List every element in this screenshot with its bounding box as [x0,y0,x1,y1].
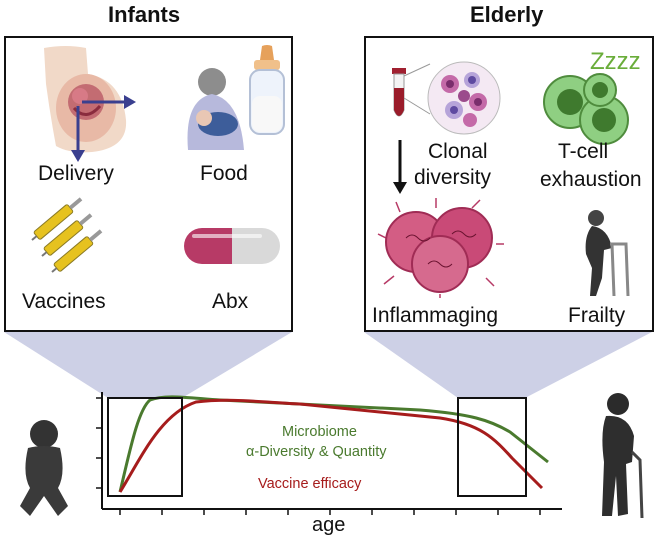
zzz-text: Zzzz [590,48,641,75]
elderly-title: Elderly [470,2,544,27]
test-tube-icon [392,68,406,117]
walker-elderly-icon [585,210,630,297]
pill-icon [184,228,280,264]
label-frailty: Frailty [568,304,626,327]
legend-vaccine: Vaccine efficacy [258,476,362,492]
virus-icon [377,198,504,298]
label-food: Food [200,162,248,185]
x-axis-label: age [312,514,346,536]
tcell-icon [543,73,629,145]
zoom-lines [403,63,431,115]
legend-microbiome-line2: α-Diversity & Quantity [246,444,387,460]
infants-panel: Delivery Food Vaccines Abx [4,36,293,332]
breastfeeding-icon [187,68,244,150]
syringe-icon [31,197,103,273]
label-diversity: diversity [414,166,492,189]
cells-circle-icon [427,61,501,135]
delivery-arrows [71,95,136,162]
label-vaccines: Vaccines [22,290,106,313]
label-clonal: Clonal [428,140,488,163]
baby-icon [20,420,68,516]
baby-bottle-icon [249,45,285,135]
legend-microbiome-line1: Microbiome [282,424,357,440]
label-abx: Abx [212,290,249,313]
label-tcell: T-cell [558,140,609,163]
elderly-cane-icon [602,393,644,519]
down-arrow-icon [393,140,407,194]
elderly-panel: Zzzz Clonal diversity T-cell exhaustion [364,36,654,332]
label-delivery: Delivery [38,162,114,185]
label-exhaustion: exhaustion [540,168,642,191]
label-inflammaging: Inflammaging [372,304,499,327]
infants-title: Infants [108,2,181,27]
